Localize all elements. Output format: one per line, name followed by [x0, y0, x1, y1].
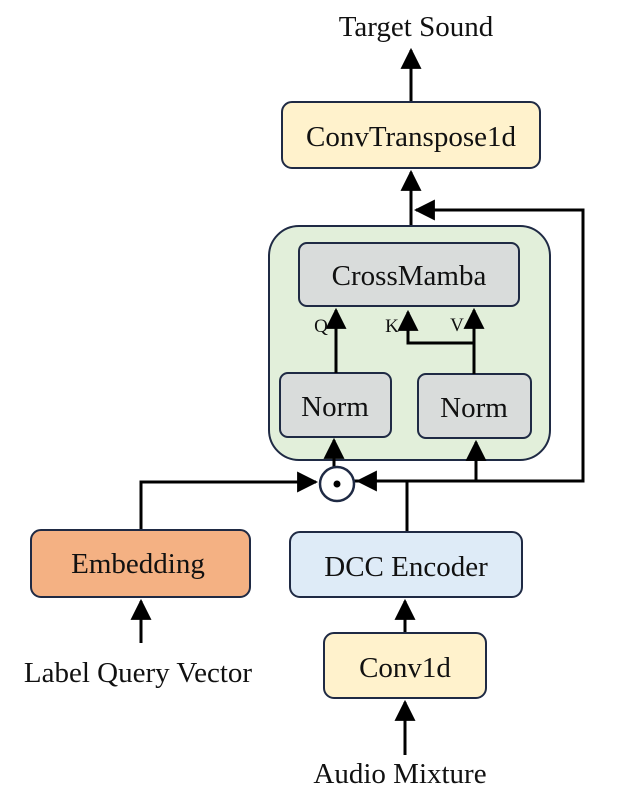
target-sound-label: Target Sound [339, 11, 494, 43]
v-label: V [450, 315, 464, 336]
embedding-label: Embedding [71, 548, 205, 580]
q-label: Q [314, 316, 328, 337]
audio-mixture-label: Audio Mixture [313, 758, 486, 790]
dcc-encoder-label: DCC Encoder [324, 551, 488, 583]
conv1d-block [323, 632, 487, 699]
elementwise-product-dot [333, 480, 341, 488]
embedding-block [30, 529, 251, 598]
dcc-encoder-block [289, 531, 523, 598]
convtranspose1d-label: ConvTranspose1d [306, 121, 517, 153]
crossmamba-label: CrossMamba [332, 260, 487, 292]
convtranspose1d-block [281, 101, 541, 169]
arrow-k [397, 309, 474, 345]
k-label: K [385, 316, 399, 337]
conv1d-label: Conv1d [359, 652, 451, 684]
norm-right-label: Norm [440, 392, 508, 424]
crossmamba-block [298, 242, 520, 307]
label-query-vector-label: Label Query Vector [24, 657, 252, 689]
norm-left-label: Norm [301, 391, 369, 423]
residual-skip-connection [335, 199, 585, 483]
arrow-embedding-to-product [139, 471, 319, 530]
